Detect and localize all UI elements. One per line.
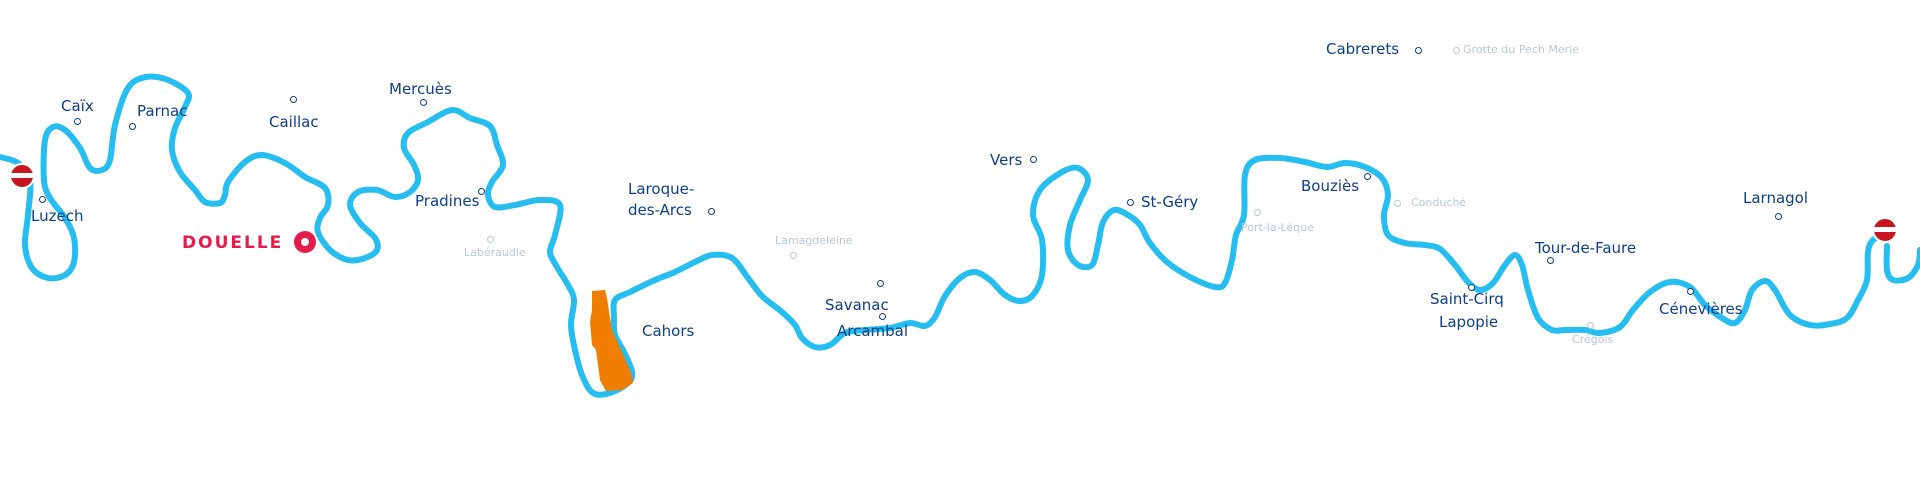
place-dot-icon [1687,288,1694,295]
place-douelle-highlight: DOUELLE [182,233,284,253]
place-laberaudie: Labéraudie [464,246,526,259]
place-larnagol: Larnagol [1743,189,1809,207]
place-mercues: Mercuès [389,80,452,98]
place-dot-icon [1254,209,1261,216]
place-cregols: Crégols [1572,333,1614,346]
place-cahors-city: Cahors [642,322,695,340]
place-dot-icon [1030,156,1037,163]
cahors-city-shape [590,290,633,391]
place-dot-icon [129,123,136,130]
lock-icon [1872,217,1898,243]
place-dot-icon [708,208,715,215]
place-dot-icon [1453,47,1460,54]
place-saint-cirq-line2: Lapopie [1439,313,1499,331]
place-dot-icon [877,280,884,287]
place-saint-cirq-line1: Saint-Cirq [1430,290,1504,308]
river-line-end [1883,243,1920,284]
place-dot-icon [1127,199,1134,206]
place-cenevieres: Cénevières [1659,300,1743,318]
place-dot-icon [790,252,797,259]
place-st-gery: St-Géry [1141,193,1199,211]
place-luzech: Luzech [31,207,84,225]
place-savanac: Savanac [825,296,889,314]
place-dot-icon [1364,173,1371,180]
douelle-location-ring-icon [294,231,316,253]
place-cabrerets: Cabrerets [1326,40,1400,58]
place-dot-icon [487,236,494,243]
place-arcambal: Arcambal [837,322,909,340]
place-dot-icon [1415,47,1422,54]
place-laroque-line2: des-Arcs [628,201,692,219]
place-grotte-du-pech-merle: Grotte du Pech Merle [1463,43,1580,56]
place-caix: Caïx [61,97,94,115]
place-pradines: Pradines [415,192,480,210]
place-dot-icon [74,118,81,125]
place-dot-icon [39,196,46,203]
place-dot-icon [1587,322,1594,329]
place-dot-icon [290,96,297,103]
place-dot-icon [1468,284,1475,291]
place-conduche: Conduché [1411,196,1467,209]
place-bouzies: Bouziès [1301,177,1360,195]
river-line [0,73,1888,398]
place-caillac: Caillac [269,113,319,131]
place-vers: Vers [990,151,1023,169]
place-lamagdeleine: Lamagdeleine [775,234,853,247]
place-tour-de-faure: Tour-de-Faure [1535,239,1637,257]
place-dot-icon [420,99,427,106]
place-dot-icon [478,188,485,195]
place-dot-icon [1394,200,1401,207]
lock-icon [9,163,35,189]
place-dot-icon [879,313,886,320]
place-dot-icon [1547,257,1554,264]
place-dot-icon [1775,213,1782,220]
place-parnac: Parnac [137,102,188,120]
place-laroque-line1: Laroque- [628,180,695,198]
place-port-la-leque: Port-la-Lèque [1241,221,1314,234]
